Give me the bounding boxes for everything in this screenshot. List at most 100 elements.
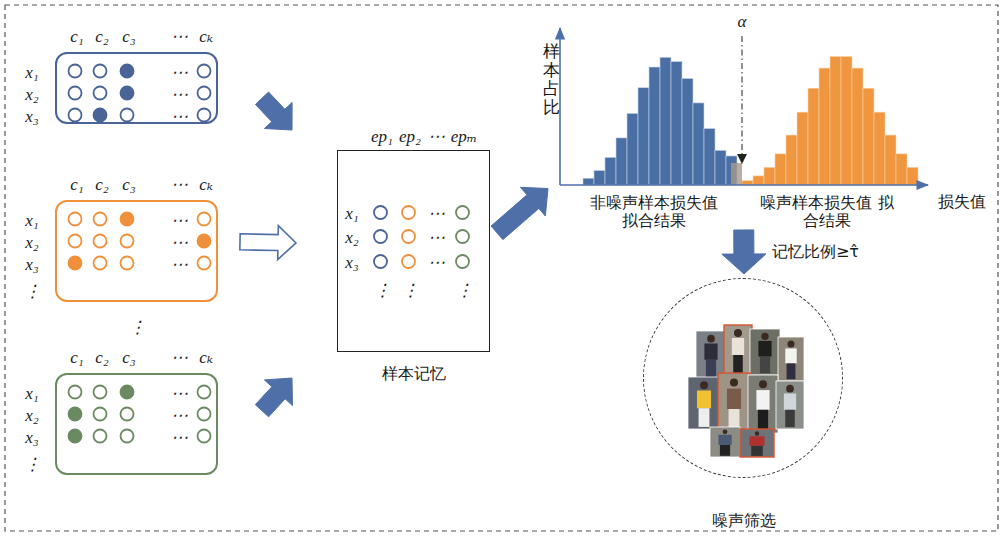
pedestrian-photo	[776, 381, 804, 429]
memory-dot	[402, 230, 415, 243]
pedestrian-photo	[740, 429, 774, 457]
matrix-box: c₁c₂c₃⋯cₖx₁⋯x₂⋯x₃⋯	[55, 52, 218, 124]
math-label: x₁	[345, 204, 358, 224]
pedestrian-photo	[778, 337, 804, 381]
node-illustration	[338, 151, 489, 351]
math-label: x₂	[25, 233, 38, 253]
sample-dot	[94, 408, 107, 421]
sample-dot	[121, 408, 134, 421]
math-label: ⋯	[428, 127, 445, 147]
sample-dot	[94, 257, 107, 270]
math-label: ⋯	[171, 63, 188, 83]
sample-dot	[69, 430, 82, 443]
pedestrian-photo	[696, 331, 726, 379]
histogram-bar	[638, 88, 649, 185]
math-label: ⋮	[456, 281, 473, 301]
sample-dot	[121, 235, 134, 248]
sample-dot	[121, 386, 134, 399]
math-label: c₂	[95, 27, 108, 47]
sample-dot	[69, 235, 82, 248]
memory-dot	[374, 230, 387, 243]
histogram-bar	[649, 67, 660, 185]
math-label: c₁	[70, 348, 83, 368]
math-label: x₁	[25, 211, 38, 231]
block-arrow	[491, 187, 548, 239]
histogram-bar	[753, 176, 764, 185]
histogram-bar	[594, 171, 605, 185]
node-illustration	[57, 202, 216, 300]
pedestrian-photo	[724, 325, 752, 375]
math-label: cₖ	[199, 175, 213, 195]
sample-circle: 噪声筛选	[643, 278, 843, 478]
histogram-bar	[841, 57, 852, 185]
sample-dot	[69, 213, 82, 226]
matrix-box: c₁c₂c₃⋯cₖx₁⋯x₂⋯x₃⋯⋮	[55, 373, 218, 475]
sample-dot	[198, 386, 211, 399]
math-label: ⋯	[171, 85, 188, 105]
memory-dot	[456, 230, 469, 243]
math-label: c₃	[122, 175, 135, 195]
math-label: ⋮	[402, 281, 419, 301]
math-label: x₁	[25, 384, 38, 404]
chart-label: 损失值	[938, 193, 986, 211]
sample-dot	[94, 109, 107, 122]
math-label: ⋯	[428, 228, 445, 248]
math-label: ⋯	[171, 406, 188, 426]
threshold-line	[742, 36, 743, 156]
math-label: ⋯	[428, 204, 445, 224]
sample-dot	[69, 109, 82, 122]
math-label: ⋯	[171, 348, 188, 368]
histogram-bar	[627, 113, 638, 185]
chart-label: 非噪声样本损失值 拟合结果	[585, 194, 723, 231]
sample-dot	[121, 109, 134, 122]
sample-dot	[121, 257, 134, 270]
memory-dot	[456, 255, 469, 268]
pedestrian-photo	[710, 427, 740, 457]
sample-dot	[198, 109, 211, 122]
math-label: x₂	[25, 85, 38, 105]
math-label: ⋯	[171, 233, 188, 253]
math-label: c₃	[122, 27, 135, 47]
sample-dot	[69, 65, 82, 78]
sample-dot	[94, 213, 107, 226]
math-label: ⋯	[171, 107, 188, 127]
histogram-bar	[885, 135, 896, 185]
sample-dot	[121, 213, 134, 226]
math-label: x₃	[25, 107, 38, 127]
sample-dot	[198, 430, 211, 443]
block-arrow	[255, 92, 292, 130]
sample-dot	[69, 408, 82, 421]
sample-dot	[69, 87, 82, 100]
histogram-bar	[660, 57, 671, 185]
math-label: x₂	[25, 406, 38, 426]
sample-dot	[198, 213, 211, 226]
math-label: c₃	[122, 348, 135, 368]
node-illustration	[57, 54, 216, 122]
sample-dot	[198, 65, 211, 78]
sample-dot	[94, 65, 107, 78]
ellipsis-mark: ⋮	[129, 318, 146, 338]
histogram-bar	[863, 88, 874, 185]
math-label: ⋯	[428, 253, 445, 273]
histogram-bar	[819, 68, 830, 185]
math-label: ⋯	[171, 27, 188, 47]
memory-dot	[402, 255, 415, 268]
memory-dot	[456, 206, 469, 219]
edge-label: 记忆比例≥τ̂	[770, 242, 861, 263]
block-arrow	[255, 378, 292, 417]
histogram-bar	[764, 167, 775, 185]
pedestrian-photo	[688, 377, 720, 429]
math-label: epₘ	[451, 127, 477, 147]
sample-dot	[94, 235, 107, 248]
histogram-bar	[907, 167, 918, 185]
threshold-head	[737, 154, 747, 164]
chart-label: α	[738, 12, 747, 32]
histogram-bar	[808, 88, 819, 185]
math-label: c₁	[70, 175, 83, 195]
math-label: cₖ	[199, 348, 213, 368]
math-label: ⋮	[24, 282, 41, 302]
histogram-bar	[852, 68, 863, 185]
math-label: ⋮	[24, 455, 41, 475]
histogram-bar	[616, 138, 627, 185]
